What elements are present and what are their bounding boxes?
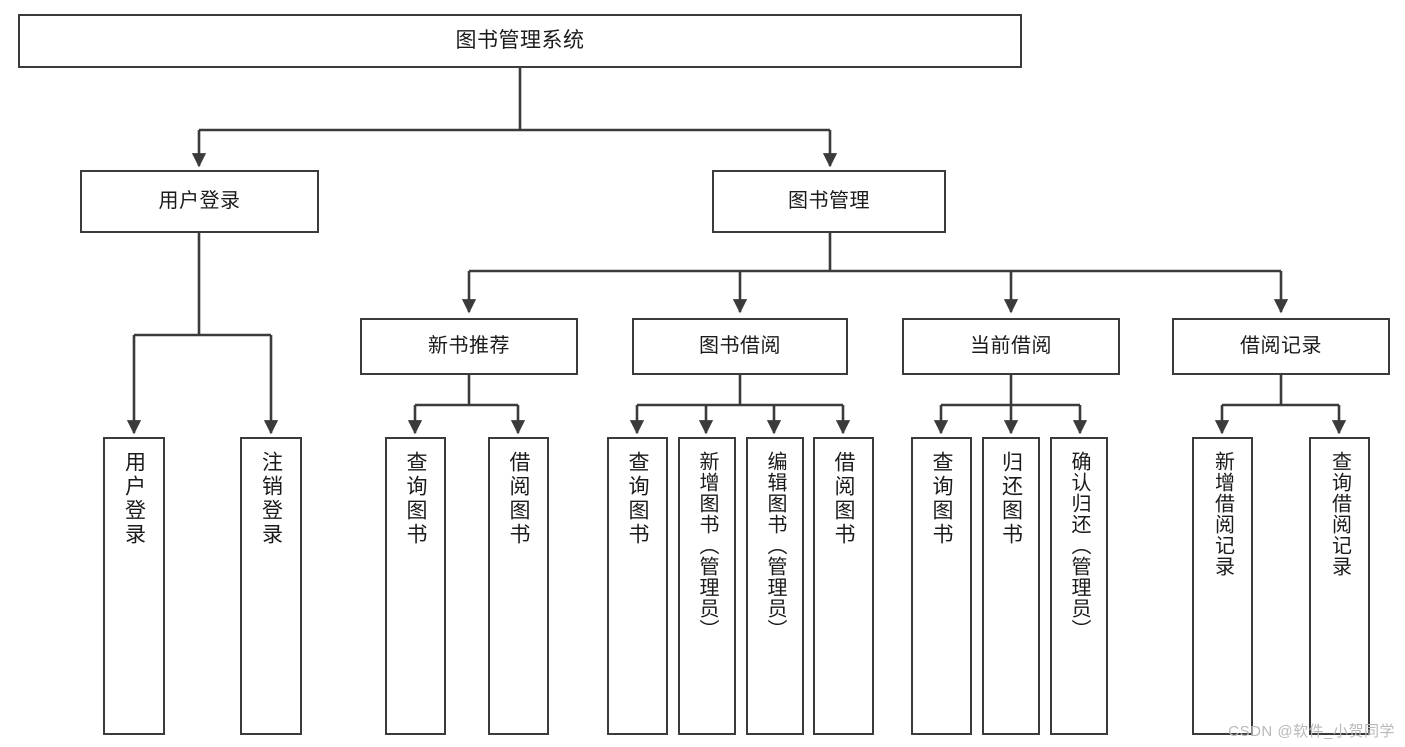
node-current-borrow[interactable]: 当前借阅 [902,318,1120,375]
leaf-book-borrow-edit-label: 编辑图书（管理员） [764,451,786,640]
node-book-borrow-label: 图书借阅 [699,334,781,357]
leaf-current-borrow-return[interactable]: 归还图书 [982,437,1040,735]
leaf-current-borrow-return-label: 归还图书 [999,451,1023,547]
leaf-new-book-borrow-label: 借阅图书 [507,451,530,547]
leaf-current-borrow-query[interactable]: 查询图书 [911,437,972,735]
node-root-system[interactable]: 图书管理系统 [18,14,1022,68]
csdn-watermark: CSDN @软件_小贺同学 [1228,723,1395,740]
leaf-records-add-label: 新增借阅记录 [1211,451,1234,577]
node-user-login-label: 用户登录 [158,189,241,212]
node-book-borrow[interactable]: 图书借阅 [632,318,848,375]
leaf-book-borrow-edit[interactable]: 编辑图书（管理员） [746,437,804,735]
leaf-current-borrow-confirm[interactable]: 确认归还（管理员） [1050,437,1108,735]
leaf-user-login-logout-label: 注销登录 [259,451,283,547]
leaf-records-query[interactable]: 查询借阅记录 [1309,437,1370,735]
leaf-current-borrow-query-label: 查询图书 [930,451,953,547]
node-new-book-recommend-label: 新书推荐 [428,334,510,357]
leaf-user-login-login[interactable]: 用户登录 [103,437,165,735]
node-new-book-recommend[interactable]: 新书推荐 [360,318,578,375]
node-book-management-label: 图书管理 [788,189,870,212]
leaf-book-borrow-add[interactable]: 新增图书（管理员） [678,437,736,735]
leaf-new-book-query[interactable]: 查询图书 [385,437,446,735]
node-root-system-label: 图书管理系统 [455,28,585,52]
leaf-records-query-label: 查询借阅记录 [1328,451,1351,577]
node-borrow-records-label: 借阅记录 [1240,334,1322,357]
leaf-user-login-login-label: 用户登录 [122,451,146,547]
leaf-book-borrow-query[interactable]: 查询图书 [607,437,668,735]
leaf-current-borrow-confirm-label: 确认归还（管理员） [1068,451,1090,640]
leaf-records-add[interactable]: 新增借阅记录 [1192,437,1253,735]
leaf-book-borrow-borrow[interactable]: 借阅图书 [813,437,874,735]
leaf-book-borrow-query-label: 查询图书 [626,451,649,547]
node-user-login[interactable]: 用户登录 [80,170,319,233]
leaf-new-book-query-label: 查询图书 [404,451,427,547]
node-book-management[interactable]: 图书管理 [712,170,946,233]
node-current-borrow-label: 当前借阅 [970,334,1052,357]
leaf-new-book-borrow[interactable]: 借阅图书 [488,437,549,735]
leaf-book-borrow-add-label: 新增图书（管理员） [696,451,718,640]
leaf-user-login-logout[interactable]: 注销登录 [240,437,302,735]
leaf-book-borrow-borrow-label: 借阅图书 [832,451,855,547]
node-borrow-records[interactable]: 借阅记录 [1172,318,1390,375]
